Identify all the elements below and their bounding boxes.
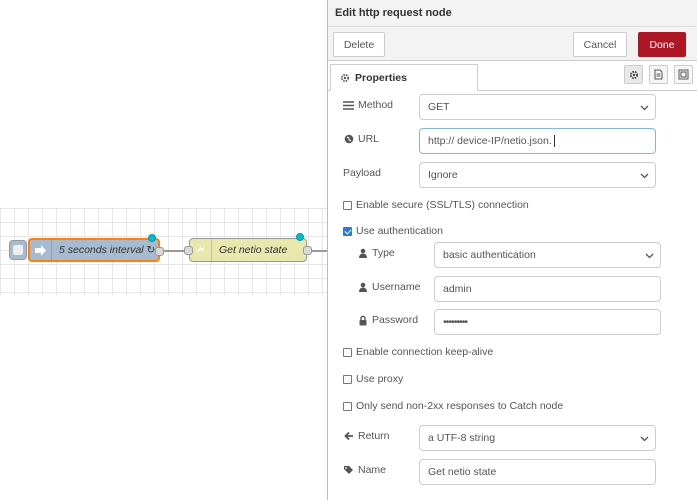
output-port[interactable] bbox=[155, 247, 164, 256]
edit-tray: Edit http request node Delete Cancel Don… bbox=[327, 0, 697, 500]
auth-type-value: basic authentication bbox=[443, 249, 536, 261]
user-icon bbox=[357, 282, 368, 293]
appearance-icon[interactable] bbox=[674, 65, 693, 84]
method-label: Method bbox=[358, 99, 394, 111]
globe-icon bbox=[343, 134, 354, 145]
url-input[interactable]: http:// device-IP/netio.json. bbox=[419, 128, 656, 154]
tab-properties[interactable]: Properties bbox=[330, 64, 478, 91]
settings-gear-icon[interactable] bbox=[624, 65, 643, 84]
name-value: Get netio state bbox=[428, 466, 497, 478]
non2xx-checkbox[interactable]: Only send non-2xx responses to Catch nod… bbox=[343, 400, 563, 412]
tls-label: Enable secure (SSL/TLS) connection bbox=[356, 199, 529, 211]
input-port[interactable] bbox=[184, 246, 193, 255]
arrow-right-icon bbox=[30, 240, 52, 260]
type-label: Type bbox=[372, 247, 395, 259]
chevron-down-icon bbox=[640, 173, 649, 179]
url-label: URL bbox=[358, 133, 380, 145]
checkbox-box[interactable] bbox=[343, 200, 352, 210]
chevron-down-icon bbox=[640, 436, 649, 442]
arrow-left-icon bbox=[343, 431, 354, 442]
tray-tabs: Properties bbox=[328, 61, 697, 91]
username-label: Username bbox=[372, 281, 421, 293]
description-icon[interactable] bbox=[649, 65, 668, 84]
name-label: Name bbox=[358, 464, 387, 476]
method-value: GET bbox=[428, 101, 450, 113]
proxy-label: Use proxy bbox=[356, 373, 404, 385]
keepalive-label: Enable connection keep-alive bbox=[356, 346, 494, 358]
payload-label: Payload bbox=[343, 167, 381, 179]
name-input[interactable]: Get netio state bbox=[419, 459, 656, 485]
http-node-label: Get netio state bbox=[219, 244, 288, 256]
checkbox-box-checked[interactable] bbox=[343, 226, 352, 236]
payload-value: Ignore bbox=[428, 169, 458, 181]
method-select[interactable]: GET bbox=[419, 94, 656, 120]
chevron-down-icon bbox=[645, 253, 654, 259]
output-port[interactable] bbox=[303, 246, 312, 255]
gear-icon bbox=[339, 72, 350, 83]
proxy-checkbox[interactable]: Use proxy bbox=[343, 373, 403, 385]
checkbox-box[interactable] bbox=[343, 374, 352, 384]
cancel-button[interactable]: Cancel bbox=[573, 32, 627, 57]
delete-button[interactable]: Delete bbox=[333, 32, 385, 57]
globe-icon bbox=[190, 239, 212, 261]
payload-select[interactable]: Ignore bbox=[419, 162, 656, 188]
tray-toolbar: Delete Cancel Done bbox=[328, 27, 697, 61]
auth-checkbox[interactable]: Use authentication bbox=[343, 225, 443, 237]
password-label: Password bbox=[372, 314, 419, 326]
changed-indicator bbox=[296, 233, 304, 241]
tab-properties-label: Properties bbox=[355, 71, 407, 84]
non2xx-label: Only send non-2xx responses to Catch nod… bbox=[356, 400, 564, 412]
inject-node[interactable]: 5 seconds interval ↻ bbox=[28, 234, 164, 262]
checkbox-box[interactable] bbox=[343, 401, 352, 411]
done-button[interactable]: Done bbox=[638, 32, 686, 57]
lock-icon bbox=[357, 315, 368, 326]
tray-title: Edit http request node bbox=[328, 0, 697, 27]
text-caret bbox=[553, 135, 555, 147]
inject-trigger-button[interactable] bbox=[9, 240, 27, 260]
chevron-down-icon bbox=[640, 105, 649, 111]
return-label: Return bbox=[358, 430, 390, 442]
tag-icon bbox=[343, 465, 354, 476]
return-value: a UTF-8 string bbox=[428, 432, 496, 444]
list-icon bbox=[343, 100, 354, 111]
auth-type-select[interactable]: basic authentication bbox=[434, 242, 661, 268]
http-request-node[interactable]: Get netio state bbox=[184, 233, 312, 262]
flow-workspace[interactable]: 5 seconds interval ↻ Get netio state bbox=[0, 0, 327, 500]
wire[interactable] bbox=[160, 250, 190, 252]
username-value: admin bbox=[443, 283, 472, 295]
inject-node-label: 5 seconds interval ↻ bbox=[59, 244, 156, 256]
changed-indicator bbox=[148, 234, 156, 242]
username-input[interactable]: admin bbox=[434, 276, 661, 302]
auth-label: Use authentication bbox=[356, 225, 443, 237]
wire-out[interactable] bbox=[306, 250, 327, 252]
tls-checkbox[interactable]: Enable secure (SSL/TLS) connection bbox=[343, 199, 529, 211]
password-input[interactable]: ••••••••• bbox=[434, 309, 661, 335]
password-value: ••••••••• bbox=[443, 316, 468, 328]
checkbox-box[interactable] bbox=[343, 347, 352, 357]
url-value: http:// device-IP/netio.json. bbox=[428, 135, 552, 147]
keepalive-checkbox[interactable]: Enable connection keep-alive bbox=[343, 346, 493, 358]
user-lock-icon bbox=[357, 248, 368, 259]
return-select[interactable]: a UTF-8 string bbox=[419, 425, 656, 451]
